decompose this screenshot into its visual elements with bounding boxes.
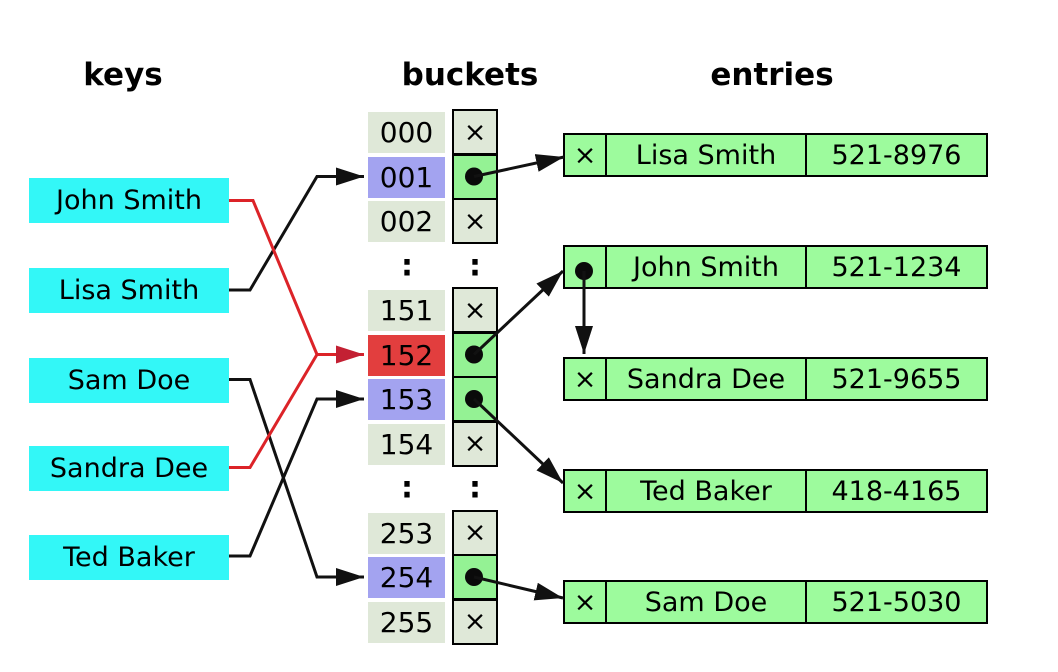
- null-pointer-icon: ×: [573, 586, 597, 618]
- collision-line-john-smith: [229, 199, 319, 356]
- key-box-ted-baker: Ted Baker: [29, 534, 229, 580]
- null-pointer-icon: ×: [573, 475, 597, 507]
- null-pointer-icon: ×: [463, 606, 487, 637]
- entry-name: Sandra Dee: [604, 357, 808, 401]
- bucket-pointer-cell-153: [452, 376, 498, 422]
- bucket-index-154: 154: [368, 423, 445, 465]
- bucket-index-153: 153: [368, 379, 445, 420]
- bucket-pointer-cell-001: [452, 153, 498, 200]
- bucket-pointer-ellipsis: :: [469, 248, 481, 283]
- entry-phone: 521-8976: [805, 133, 988, 177]
- bucket-pointer-cell-000: ×: [452, 109, 498, 155]
- bucket-pointer-ellipsis: :: [469, 470, 481, 506]
- null-pointer-icon: ×: [463, 116, 487, 148]
- entry-name: John Smith: [604, 245, 808, 289]
- entry-name: Ted Baker: [604, 469, 808, 513]
- entries-header: entries: [710, 57, 834, 93]
- keys-header: keys: [83, 57, 163, 93]
- bucket-index-255: 255: [368, 601, 445, 643]
- key-box-lisa-smith: Lisa Smith: [29, 268, 229, 313]
- entry-phone: 521-9655: [805, 357, 988, 401]
- null-pointer-icon: ×: [463, 205, 487, 237]
- null-pointer-icon: ×: [463, 428, 487, 459]
- bucket-pointer-cell-154: ×: [452, 420, 498, 467]
- null-pointer-icon: ×: [463, 517, 487, 548]
- entry-phone: 418-4165: [805, 469, 988, 513]
- null-pointer-icon: ×: [463, 294, 487, 326]
- null-pointer-icon: ×: [573, 139, 597, 171]
- entry-next-pointer-cell-sam-doe: ×: [563, 580, 607, 624]
- entry-phone: 521-5030: [805, 580, 988, 624]
- arrow-ted-baker-to-bucket-153: [229, 390, 364, 558]
- bucket-index-000: 000: [368, 112, 445, 153]
- entry-name: Sam Doe: [604, 580, 808, 624]
- bucket-index-ellipsis: :: [401, 470, 413, 506]
- bucket-index-253: 253: [368, 512, 445, 554]
- bucket-pointer-cell-254: [452, 554, 498, 600]
- bucket-pointer-cell-002: ×: [452, 198, 498, 244]
- bucket-pointer-cell-151: ×: [452, 287, 498, 333]
- bucket-pointer-cell-253: ×: [452, 509, 498, 556]
- arrow-sam-doe-to-bucket-254: [229, 378, 364, 586]
- entry-phone: 521-1234: [805, 245, 988, 289]
- entry-next-pointer-cell-lisa-smith: ×: [563, 133, 607, 177]
- key-box-sandra-dee: Sandra Dee: [29, 445, 229, 491]
- bucket-index-254: 254: [368, 557, 445, 598]
- key-box-sam-doe: Sam Doe: [29, 357, 229, 403]
- bucket-index-ellipsis: :: [401, 248, 413, 283]
- bucket-index-152: 152: [368, 334, 445, 376]
- key-box-john-smith: John Smith: [29, 178, 229, 223]
- entry-next-pointer-cell-john-smith: [563, 245, 607, 289]
- entry-next-pointer-cell-ted-baker: ×: [563, 469, 607, 513]
- bucket-index-001: 001: [368, 156, 445, 198]
- entry-next-pointer-cell-sandra-dee: ×: [563, 357, 607, 401]
- bucket-index-002: 002: [368, 201, 445, 242]
- bucket-pointer-cell-152: [452, 331, 498, 378]
- null-pointer-icon: ×: [573, 363, 597, 395]
- arrow-lisa-smith-to-bucket-001: [229, 167, 364, 292]
- entry-name: Lisa Smith: [604, 133, 808, 177]
- bucket-index-151: 151: [368, 290, 445, 331]
- buckets-header: buckets: [401, 57, 539, 93]
- bucket-pointer-cell-255: ×: [452, 598, 498, 645]
- collision-line-sandra-dee: [229, 353, 319, 469]
